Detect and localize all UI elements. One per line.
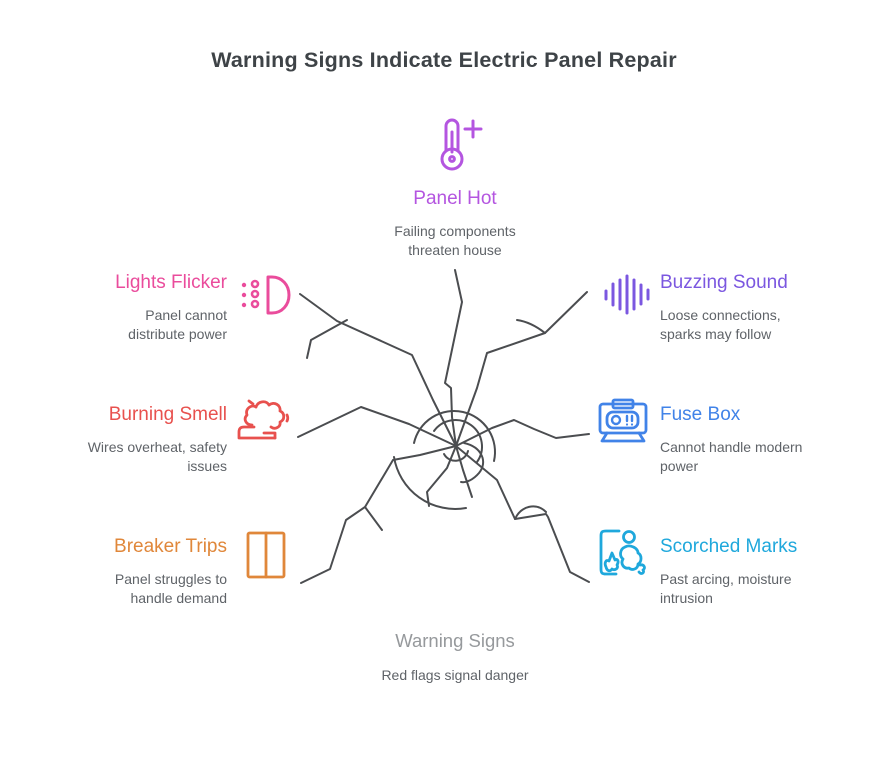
- breaker-panel-icon: [245, 530, 287, 580]
- item-title: Panel Hot: [413, 188, 497, 209]
- item-buzzing-sound: Buzzing Sound Loose connections, sparks …: [660, 271, 865, 343]
- item-title: Lights Flicker: [115, 272, 227, 293]
- item-desc: Loose connections, sparks may follow: [660, 307, 781, 342]
- spoke-right: [455, 419, 590, 447]
- scorch-person-icon: [596, 526, 646, 584]
- web-arc-large-bottom: [393, 456, 467, 510]
- sound-wave-icon: [600, 271, 654, 318]
- spoke-upper-right-branch: [516, 319, 546, 334]
- spoke-upper-right: [455, 291, 588, 447]
- web-arc-inner: [443, 450, 469, 462]
- fuse-box-icon: [597, 398, 649, 448]
- spoke-upper-left-branch: [306, 319, 348, 359]
- web-arc-hook: [460, 442, 484, 484]
- item-desc: Failing components threaten house: [394, 223, 516, 258]
- item-title: Fuse Box: [660, 404, 741, 425]
- smoke-hand-icon: [235, 396, 295, 450]
- center-label: Warning Signs: [395, 630, 515, 651]
- item-title: Breaker Trips: [114, 536, 227, 557]
- spoke-top: [444, 269, 463, 447]
- item-burning-smell: Burning Smell Wires overheat, safety iss…: [27, 403, 227, 475]
- item-desc: Panel struggles to handle demand: [114, 571, 227, 606]
- item-desc: Wires overheat, safety issues: [87, 439, 227, 474]
- item-desc: Panel cannot distribute power: [128, 307, 227, 342]
- center-tail-a: [426, 445, 457, 507]
- item-title: Scorched Marks: [660, 536, 798, 557]
- item-scorched-marks: Scorched Marks Past arcing, moisture int…: [660, 535, 865, 607]
- item-panel-hot: Panel Hot Failing components threaten ho…: [330, 187, 580, 259]
- spoke-lower-right-loop: [514, 505, 547, 520]
- page-title: Warning Signs Indicate Electric Panel Re…: [211, 48, 677, 72]
- item-fuse-box: Fuse Box Cannot handle modern power: [660, 403, 865, 475]
- headlight-icon: [237, 270, 293, 320]
- item-breaker-trips: Breaker Trips Panel struggles to handle …: [27, 535, 227, 607]
- web-arc-mid: [433, 418, 484, 463]
- item-title: Buzzing Sound: [660, 272, 788, 293]
- thermometer-plus-icon: [427, 115, 483, 181]
- spoke-upper-left: [299, 293, 457, 447]
- center-desc: Red flags signal danger: [381, 667, 529, 683]
- spoke-left: [297, 406, 457, 447]
- spoke-lower-left: [300, 445, 457, 584]
- web-arc-outer: [413, 410, 496, 462]
- spoke-lower-right: [455, 445, 590, 583]
- item-lights-flicker: Lights Flicker Panel cannot distribute p…: [27, 271, 227, 343]
- spoke-lower-left-branch: [364, 506, 383, 531]
- item-desc: Cannot handle modern power: [660, 439, 803, 474]
- item-desc: Past arcing, moisture intrusion: [660, 571, 792, 606]
- center-tail-b: [455, 445, 473, 498]
- item-title: Burning Smell: [108, 404, 227, 425]
